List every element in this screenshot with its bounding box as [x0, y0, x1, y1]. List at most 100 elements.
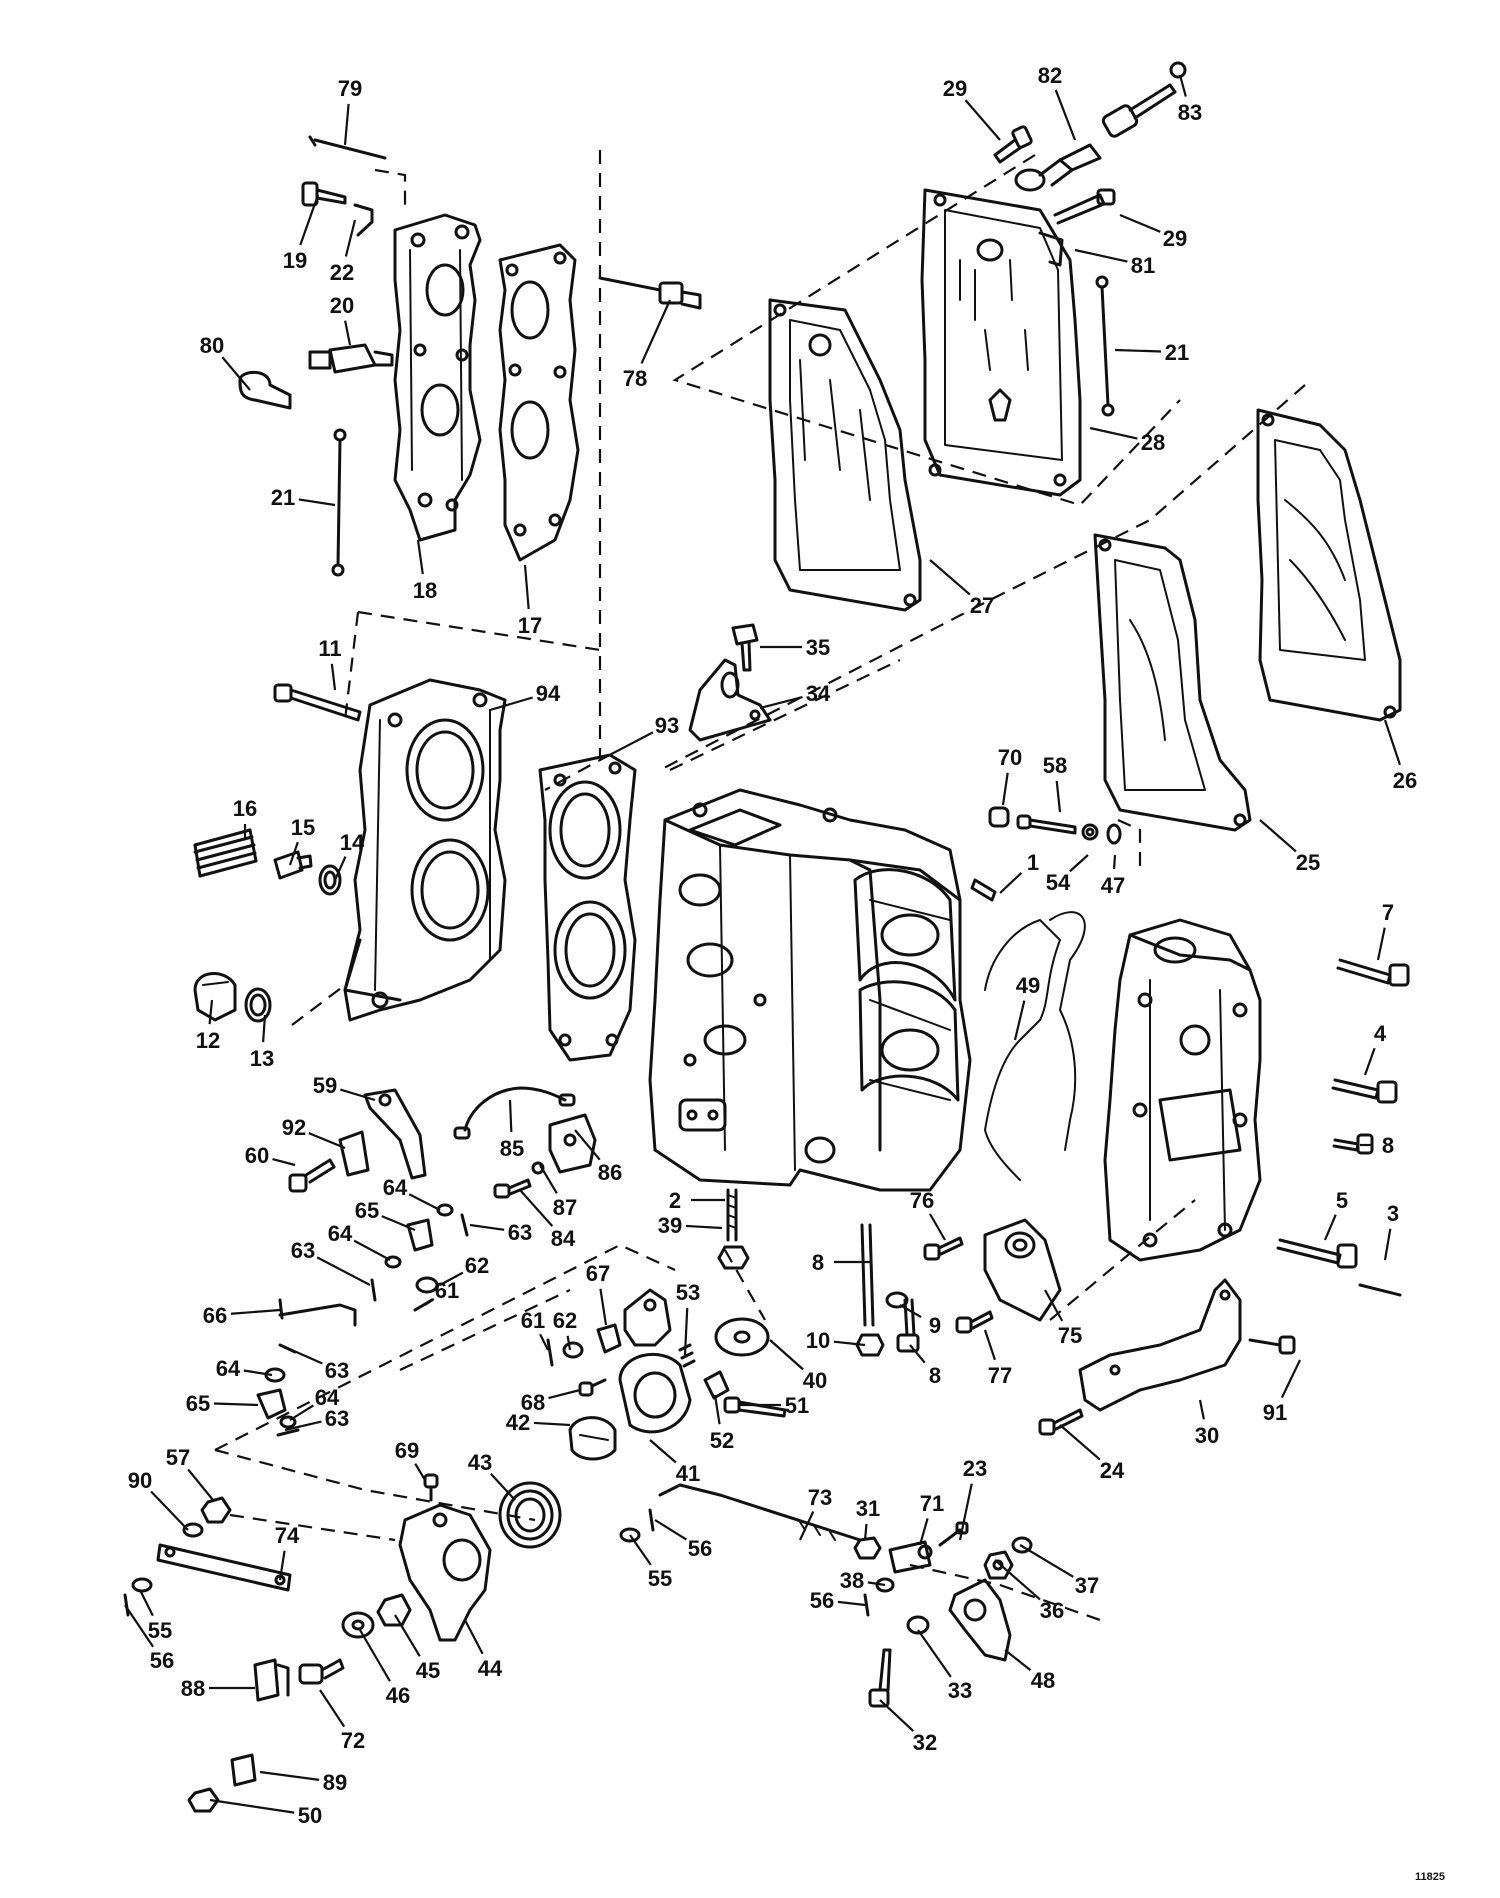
leader-45	[394, 1614, 421, 1657]
leader-18	[416, 539, 424, 575]
part-20-sending-unit	[308, 343, 394, 374]
part-72-screw	[298, 1658, 345, 1685]
part-62-washer-a	[415, 1276, 439, 1294]
part-90-washer	[182, 1522, 204, 1538]
leader-56	[654, 1519, 687, 1541]
leader-64	[408, 1193, 441, 1211]
leader-66	[230, 1308, 281, 1315]
leader-94	[489, 696, 533, 712]
callout-51: 51	[785, 1393, 809, 1418]
callout-71: 71	[920, 1491, 944, 1516]
leader-59	[340, 1088, 376, 1102]
callout-68: 68	[521, 1390, 545, 1415]
part-63-pin-b	[370, 1278, 377, 1302]
leader-70	[1001, 772, 1009, 806]
leader-55	[139, 1589, 154, 1617]
callout-64: 64	[383, 1175, 408, 1200]
callout-59: 59	[313, 1073, 337, 1098]
part-78-plug	[598, 276, 702, 310]
leader-43	[490, 1473, 516, 1501]
part-59-bracket	[363, 1088, 427, 1180]
leader-11	[330, 663, 337, 691]
part-26-exhaust-manifold	[1256, 408, 1402, 722]
leader-92	[308, 1132, 346, 1150]
leader-85	[508, 1099, 513, 1133]
part-85-wire-lead	[453, 1086, 576, 1140]
callout-24: 24	[1100, 1458, 1125, 1483]
callout-65: 65	[355, 1198, 379, 1223]
part-76-screw	[923, 1236, 964, 1261]
part-11-bolt	[273, 683, 362, 722]
leader-5	[1323, 1214, 1337, 1241]
part-14-grommet	[318, 864, 342, 896]
part-53-spring	[678, 1343, 696, 1368]
callout-10: 10	[806, 1328, 830, 1353]
part-54-washer	[1081, 823, 1099, 841]
leader-63	[469, 1223, 505, 1231]
callout-92: 92	[282, 1115, 306, 1140]
callout-35: 35	[806, 635, 830, 660]
callout-11: 11	[318, 636, 341, 661]
part-63-pin-a	[460, 1213, 469, 1237]
callout-89: 89	[323, 1770, 347, 1795]
callout-81: 81	[1131, 253, 1155, 278]
part-2-stud	[726, 1188, 738, 1242]
callout-76: 76	[910, 1188, 934, 1213]
part-77-screw	[955, 1310, 994, 1334]
leader-39	[685, 1224, 723, 1230]
callout-27: 27	[970, 593, 994, 618]
part-16-spring	[193, 828, 258, 878]
part-30-lever	[1078, 1278, 1242, 1412]
callout-8: 8	[812, 1250, 824, 1275]
part-12-thermostat	[193, 972, 237, 1022]
leader-56	[124, 1604, 154, 1648]
callout-50: 50	[298, 1803, 322, 1828]
callout-29: 29	[1163, 226, 1187, 251]
callout-86: 86	[598, 1160, 622, 1185]
part-38-washer	[875, 1577, 895, 1593]
callout-28: 28	[1141, 430, 1165, 455]
callout-44: 44	[478, 1656, 503, 1681]
part-61-spring-a	[413, 1298, 434, 1312]
part-86-power-pack	[548, 1113, 597, 1174]
callout-42: 42	[506, 1410, 530, 1435]
callout-63: 63	[508, 1220, 532, 1245]
part-68-screw	[578, 1378, 607, 1397]
part-63-pin-c	[278, 1343, 297, 1354]
part-8-bolt-center	[896, 1298, 920, 1353]
part-36-nut	[983, 1550, 1014, 1580]
callout-61: 61	[521, 1308, 545, 1333]
leader-60	[272, 1158, 296, 1167]
part-32-screw	[868, 1648, 892, 1708]
callout-7: 7	[1382, 900, 1394, 925]
leader-41	[649, 1439, 677, 1464]
part-64-washer-d	[279, 1415, 297, 1429]
part-23-screw	[938, 1521, 969, 1547]
callout-70: 70	[998, 745, 1022, 770]
callout-34: 34	[806, 681, 831, 706]
leader-76	[929, 1213, 946, 1241]
callout-25: 25	[1296, 850, 1320, 875]
callout-54: 54	[1046, 870, 1071, 895]
part-29-bolt-right	[1053, 188, 1116, 225]
callout-48: 48	[1031, 1668, 1055, 1693]
part-71-swivel	[888, 1540, 933, 1574]
part-3-pin	[1358, 1283, 1402, 1297]
part-42-clamp-ring	[568, 1416, 617, 1461]
leader-21	[1114, 348, 1162, 353]
callout-88: 88	[181, 1676, 205, 1701]
callout-56: 56	[810, 1588, 834, 1613]
callout-46: 46	[386, 1683, 410, 1708]
part-79-pin	[308, 135, 387, 160]
callout-61: 61	[435, 1278, 459, 1303]
callout-21: 21	[271, 485, 295, 510]
callout-63: 63	[325, 1406, 349, 1431]
callout-85: 85	[500, 1136, 524, 1161]
leader-67	[599, 1288, 608, 1326]
part-84-screw	[493, 1178, 532, 1199]
callout-45: 45	[416, 1658, 440, 1683]
part-56-pin-center	[648, 1508, 655, 1532]
part-crankcase-block	[648, 788, 972, 1192]
leader-91	[1280, 1359, 1301, 1399]
